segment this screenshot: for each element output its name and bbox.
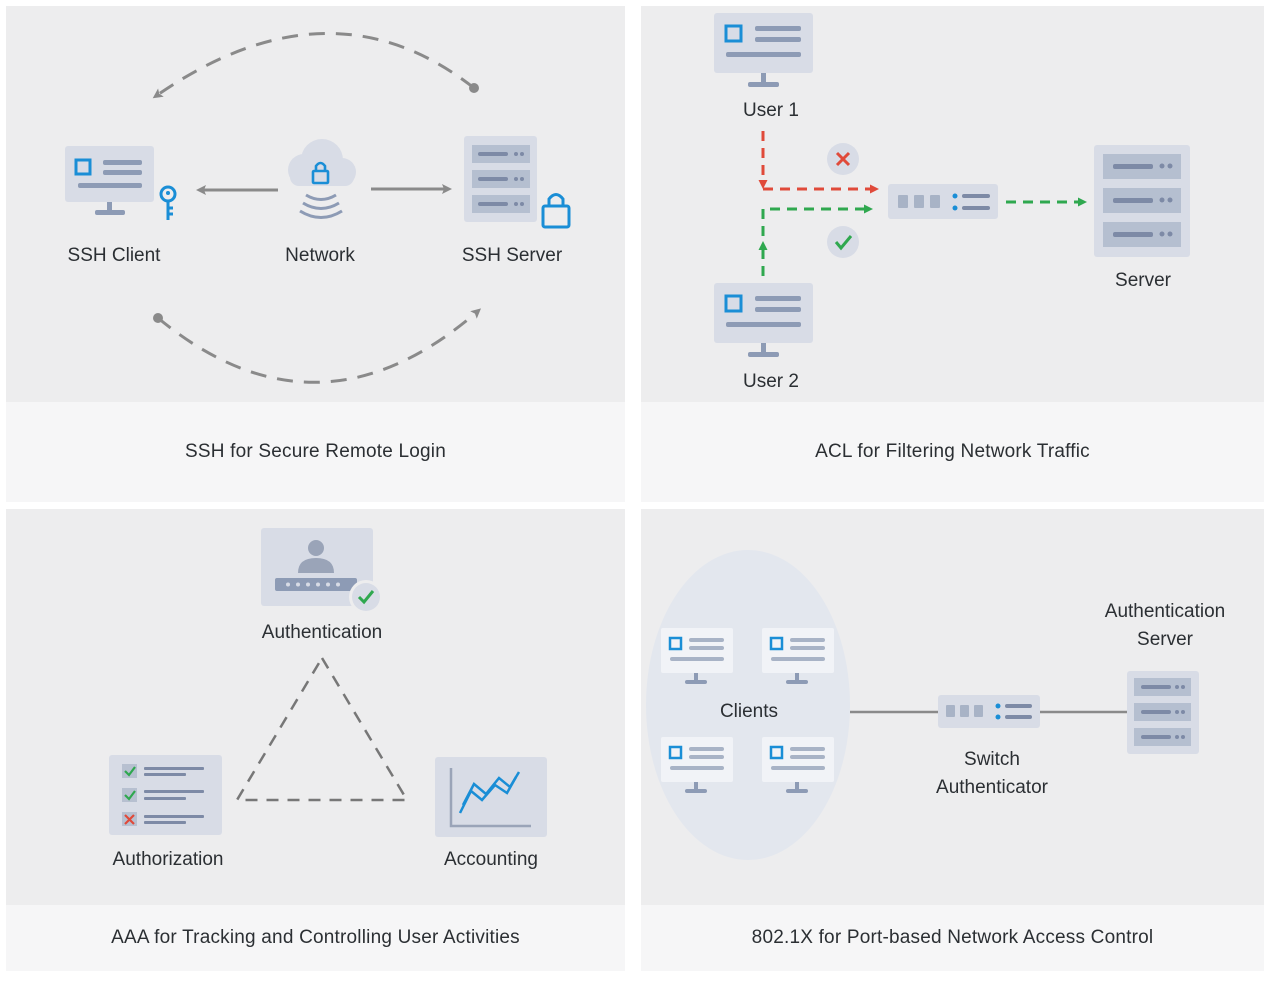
lock-icon [541, 193, 571, 229]
deny-x-icon [827, 143, 859, 175]
aaa-dashed-triangle [234, 655, 410, 802]
acl-server-icon [1094, 145, 1190, 257]
ssh-caption: SSH for Secure Remote Login [6, 402, 625, 502]
cloud-network-icon [288, 139, 356, 219]
client-monitor-icon [762, 628, 834, 684]
authentication-server-icon [1127, 671, 1199, 754]
user1-label: User 1 [743, 100, 799, 121]
server-label: Server [1115, 270, 1171, 291]
deny-path-arrow [758, 131, 879, 194]
network-label: Network [285, 245, 355, 266]
authentication-label: Authentication [261, 622, 383, 643]
user1-monitor-icon [714, 13, 813, 87]
ssh-dashed-arc-top [152, 32, 479, 99]
client-monitor-icon [661, 737, 733, 793]
ssh-client-label: SSH Client [67, 245, 161, 266]
authorization-label: Authorization [112, 849, 224, 870]
acl-caption: ACL for Filtering Network Traffic [641, 402, 1264, 502]
acl-switch-icon [888, 184, 998, 219]
dot1x-caption: 802.1X for Port-based Network Access Con… [641, 905, 1264, 971]
user2-label: User 2 [743, 371, 799, 392]
authorization-checklist-icon [109, 755, 222, 835]
clients-label: Clients [719, 701, 779, 722]
key-icon [159, 185, 177, 220]
switch-label-line2: Authenticator [936, 777, 1048, 798]
auth-server-label-line2: Server [1137, 629, 1193, 650]
ssh-server-icon [464, 136, 537, 222]
accounting-label: Accounting [443, 849, 538, 870]
permit-path-arrow [758, 197, 1087, 276]
permit-check-icon [827, 226, 859, 258]
accounting-chart-icon [435, 757, 547, 837]
client-monitor-icon [661, 628, 733, 684]
ssh-server-label: SSH Server [461, 245, 563, 266]
user2-monitor-icon [714, 283, 813, 357]
auth-server-label-line1: Authentication [1104, 601, 1226, 622]
client-monitor-icon [762, 737, 834, 793]
ssh-dashed-arc-bottom [153, 308, 482, 384]
ssh-client-monitor-icon [65, 146, 154, 215]
aaa-caption: AAA for Tracking and Controlling User Ac… [6, 905, 625, 971]
authentication-icon [261, 528, 383, 614]
authenticator-switch-icon [938, 695, 1040, 728]
switch-label-line1: Switch [964, 749, 1020, 770]
